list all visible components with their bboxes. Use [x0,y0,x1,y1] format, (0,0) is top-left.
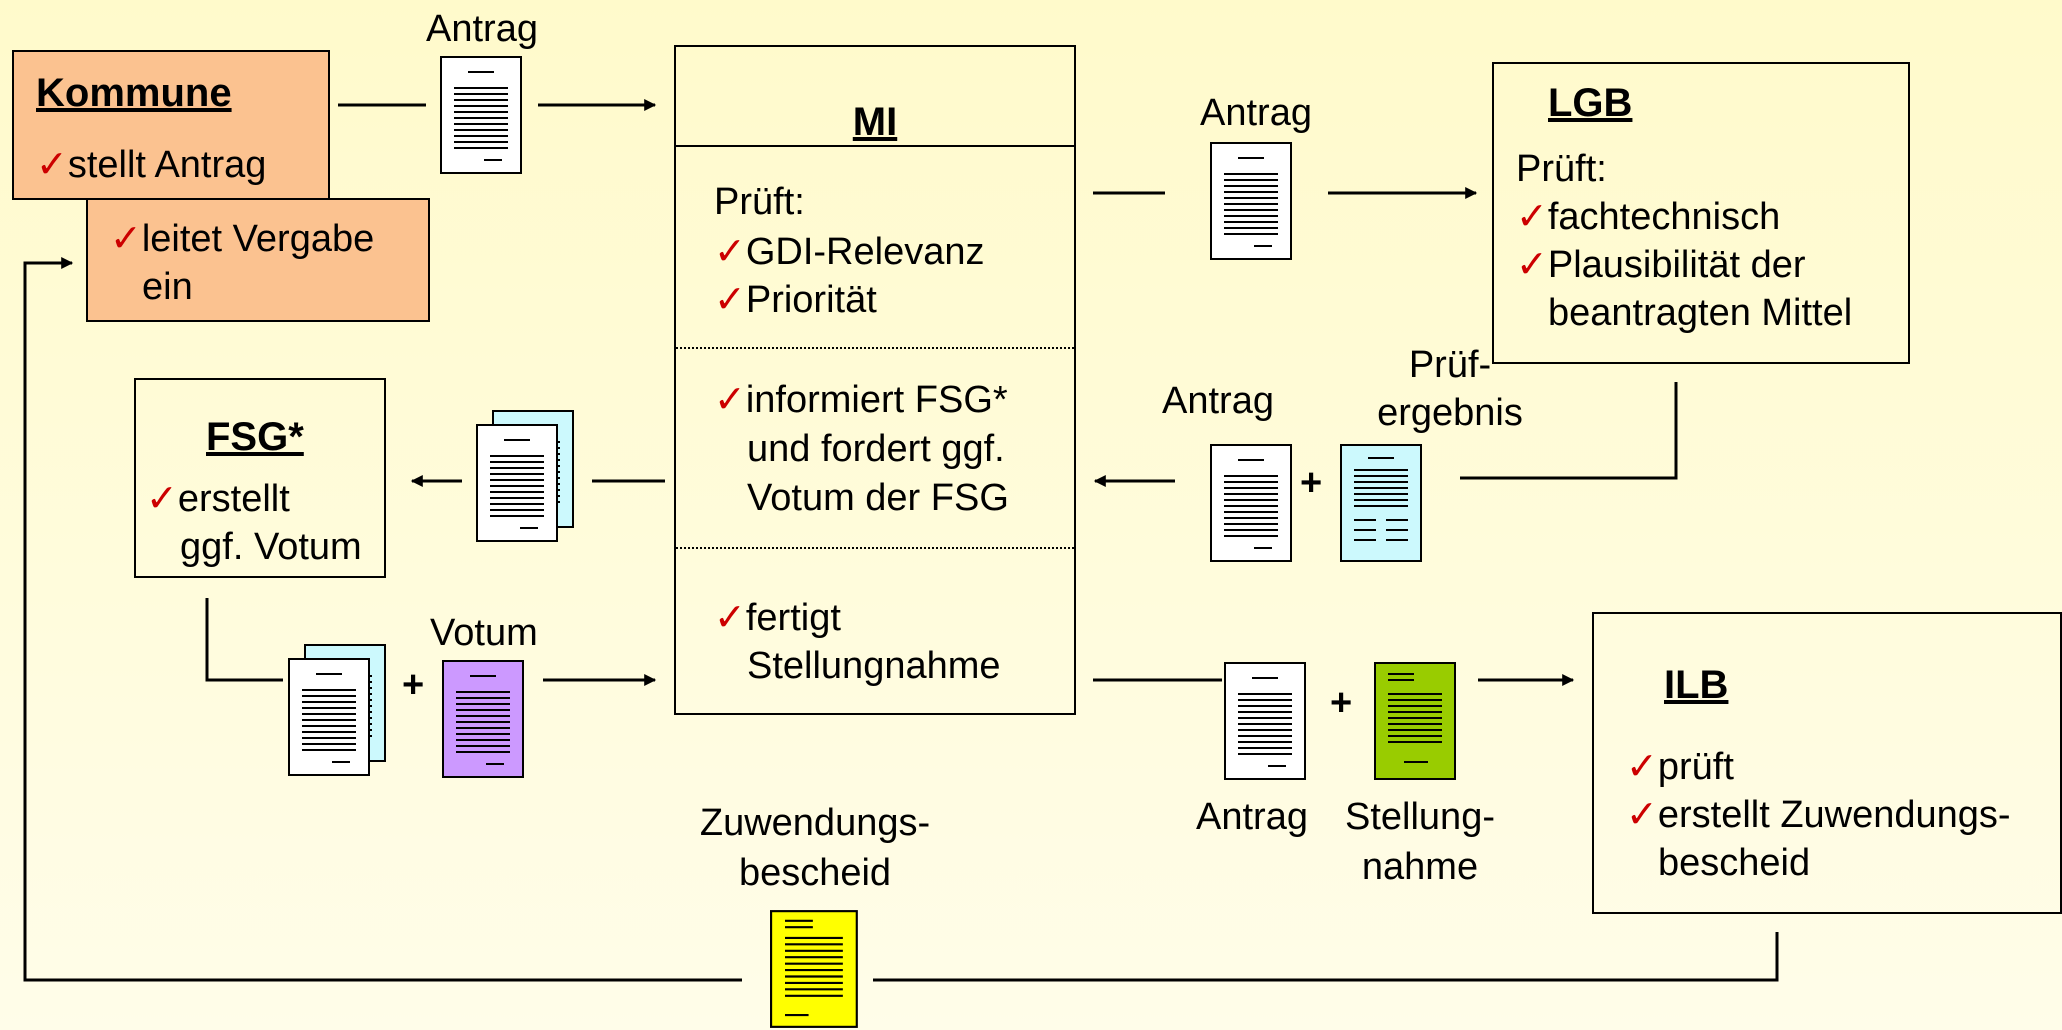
votum-label: Votum [430,612,538,654]
check-icon: ✓ [146,478,178,520]
mi-section3-line: ✓fertigt [714,597,841,639]
kommune-sub-box: ✓leitet Vergabe ein [86,198,430,322]
mi-dotted-divider [676,547,1074,549]
mi-box: MI Prüft: ✓GDI-Relevanz ✓Priorität ✓info… [674,45,1076,715]
antrag-label-mid: Antrag [1200,92,1312,134]
lgb-item: ✓Plausibilität der [1516,244,1806,286]
antrag-label-top: Antrag [426,8,538,50]
check-icon: ✓ [36,144,68,186]
mi-section1-head: Prüft: [714,181,805,223]
mi-section3-line: Stellungnahme [747,645,1001,687]
document-icon [1224,662,1306,780]
document-stack-icon [476,410,574,542]
stellungnahme-document-icon [1374,662,1456,780]
kommune-sub-item-continuation: ein [142,266,193,308]
fsg-box: FSG* ✓erstellt ggf. Votum [134,378,386,578]
fsg-title: FSG* [206,415,304,459]
kommune-box: Kommune ✓stellt Antrag [12,50,330,200]
kommune-item: ✓stellt Antrag [36,144,267,186]
check-icon: ✓ [1626,746,1658,788]
pruefergebnis-label: Prüf- ergebnis [1377,344,1523,434]
lgb-item-continuation: beantragten Mittel [1548,292,1853,334]
check-icon: ✓ [1626,794,1658,836]
fsg-line: ✓erstellt [146,478,290,520]
ilb-box: ILB ✓prüft ✓erstellt Zuwendungs- beschei… [1592,612,2062,914]
document-icon [1210,142,1292,260]
lgb-head: Prüft: [1516,148,1607,190]
plus-sign: + [402,664,425,706]
check-icon: ✓ [714,231,746,273]
document-icon [440,56,522,174]
check-icon: ✓ [714,597,746,639]
ilb-item-continuation: bescheid [1658,842,1811,884]
ilb-item: ✓prüft [1626,746,1734,788]
mi-section1-item: ✓GDI-Relevanz [714,231,985,273]
ilb-title: ILB [1664,663,1729,707]
votum-document-icon [442,660,524,778]
kommune-title: Kommune [36,71,232,115]
mi-divider [676,145,1074,147]
document-icon [1210,444,1292,562]
document-stack-icon [288,644,386,776]
mi-section2-line: ✓informiert FSG* [714,379,1008,421]
zuwendungsbescheid-document-icon [770,910,858,1028]
check-icon: ✓ [714,379,746,421]
lgb-item: ✓fachtechnisch [1516,196,1781,238]
kommune-sub-item: ✓leitet Vergabe [110,218,375,260]
fsg-line: ggf. Votum [180,526,362,568]
check-icon: ✓ [1516,244,1548,286]
stellungnahme-label: Stellung- nahme [1345,796,1495,888]
ilb-item: ✓erstellt Zuwendungs- [1626,794,2011,836]
check-icon: ✓ [714,279,746,321]
antrag-label-bottom: Antrag [1196,796,1308,838]
mi-title: MI [852,100,898,144]
mi-section2-line: und fordert ggf. [747,428,1005,470]
pruefergebnis-document-icon [1340,444,1422,562]
mi-dotted-divider [676,347,1074,349]
lgb-title: LGB [1548,81,1633,125]
mi-section1-item: ✓Priorität [714,279,877,321]
zuwendungsbescheid-label: Zuwendungs- bescheid [699,802,931,894]
plus-sign: + [1330,682,1353,724]
plus-sign: + [1300,462,1323,504]
mi-section2-line: Votum der FSG [747,477,1009,519]
check-icon: ✓ [1516,196,1548,238]
antrag-label-lower: Antrag [1162,380,1274,422]
check-icon: ✓ [110,218,142,260]
lgb-box: LGB Prüft: ✓fachtechnisch ✓Plausibilität… [1492,62,1910,364]
